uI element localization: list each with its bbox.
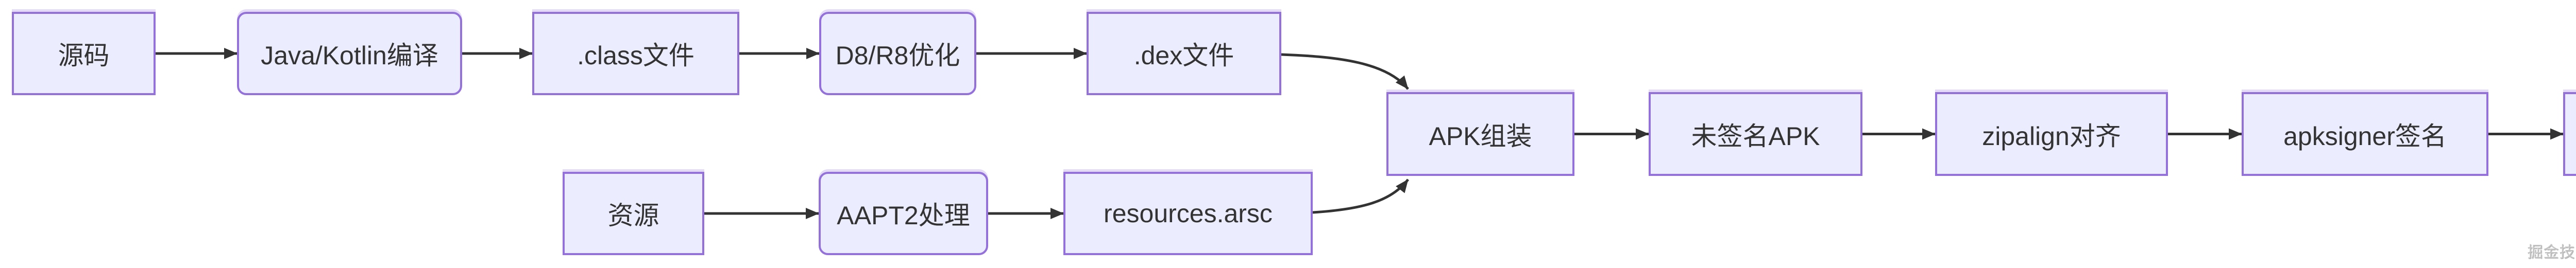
node-arsc: resources.arsc [1063,172,1313,255]
edge-arsc-apk [1312,178,1409,214]
node-apksigner: apksigner签名 [2242,92,2488,176]
node-res: 资源 [563,172,704,255]
node-zipalign: zipalign对齐 [1935,92,2168,176]
node-final: 最终APK [2563,92,2576,176]
node-src: 源码 [12,12,156,95]
node-class: .class文件 [532,12,739,95]
edge-dex-apk [1281,53,1409,90]
node-compile: Java/Kotlin编译 [237,12,462,95]
node-aapt: AAPT2处理 [819,172,988,255]
node-apk: APK组装 [1386,92,1574,176]
node-dex: .dex文件 [1087,12,1281,95]
node-unsigned: 未签名APK [1649,92,1862,176]
node-d8r8: D8/R8优化 [819,12,976,95]
watermark: 掘金技术社区 @ Android童话镇 [2527,244,2576,261]
